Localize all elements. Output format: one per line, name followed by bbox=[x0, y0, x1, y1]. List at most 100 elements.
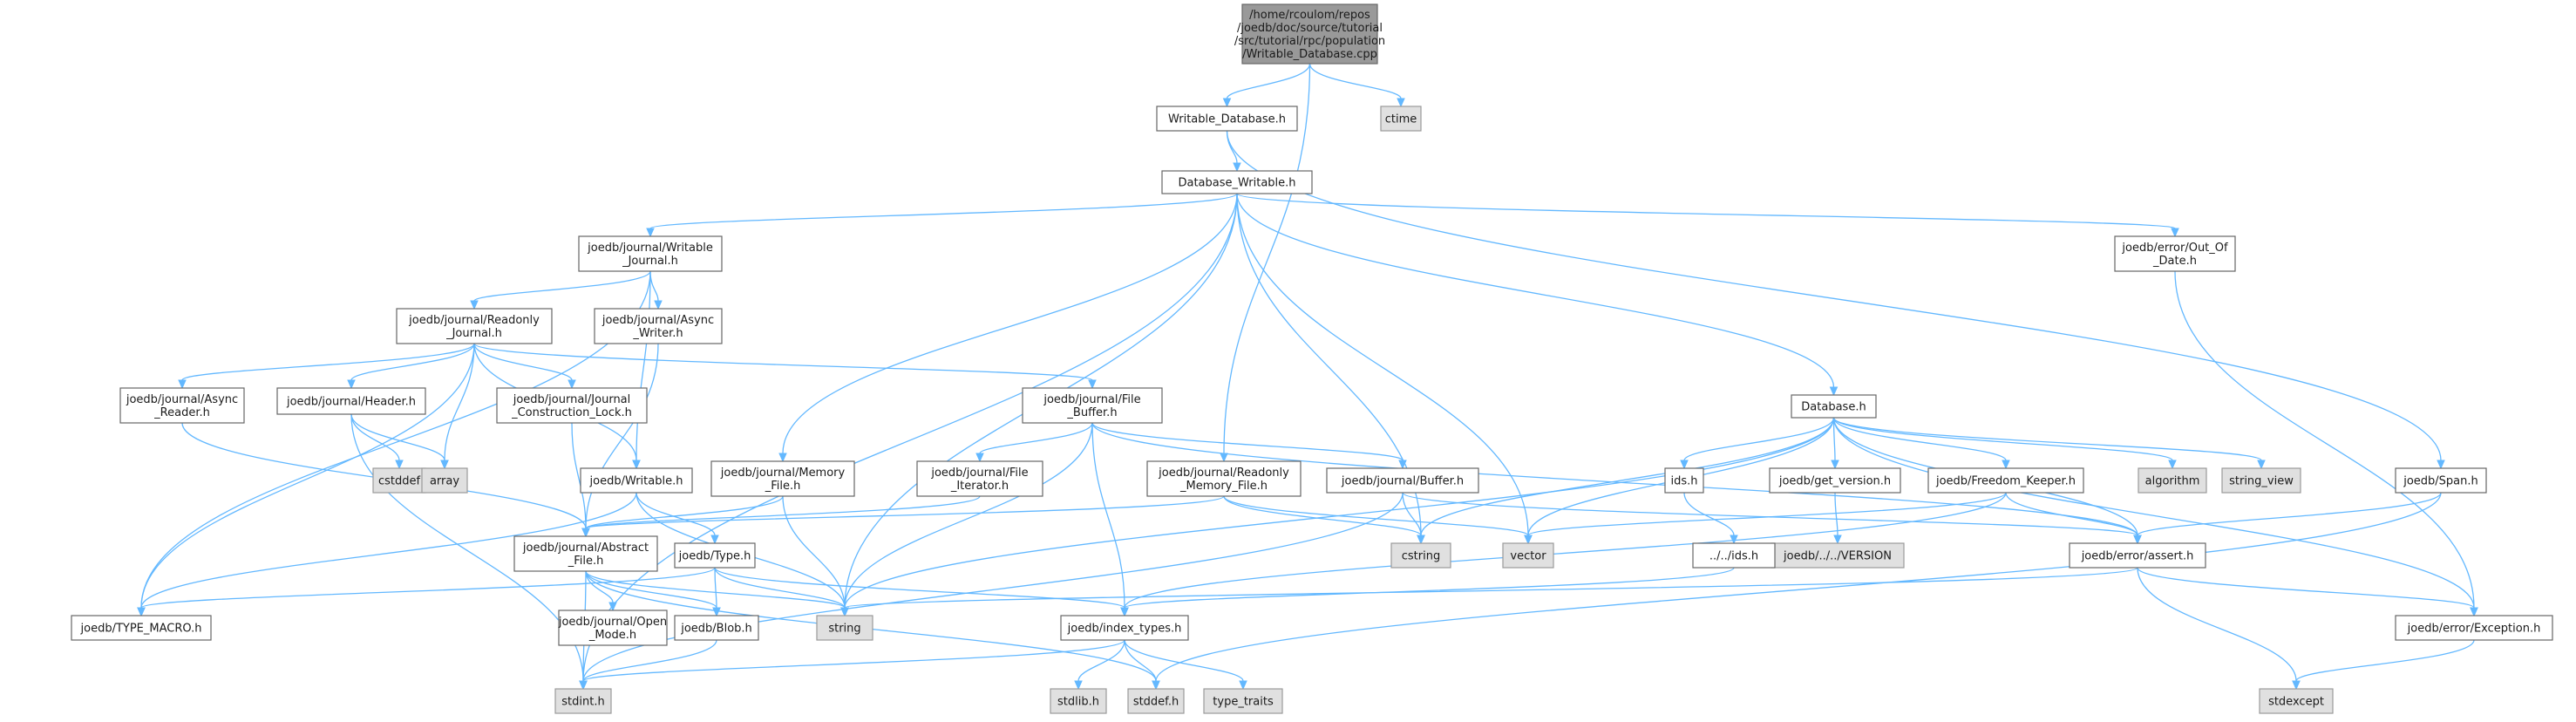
node-out-of-date-h[interactable]: joedb/error/Out_Of_Date.h bbox=[2114, 235, 2236, 272]
edge-database-writable-h-to-writable-journal-h bbox=[646, 193, 1238, 238]
edge-arrowhead bbox=[1417, 535, 1425, 545]
node-label: joedb/journal/Buffer.h bbox=[1341, 475, 1464, 488]
node-ids-h[interactable]: ids.h bbox=[1664, 467, 1704, 494]
edge-line bbox=[636, 492, 716, 536]
node-box bbox=[1380, 106, 1422, 132]
edge-line bbox=[1223, 495, 1529, 536]
edge-arrowhead bbox=[654, 300, 663, 310]
node-label: array bbox=[430, 475, 459, 488]
node-blob-h[interactable]: joedb/Blob.h bbox=[674, 615, 759, 641]
node-string[interactable]: string bbox=[816, 615, 873, 641]
node-type-traits[interactable]: type_traits bbox=[1203, 688, 1283, 714]
edge-line bbox=[2137, 492, 2442, 536]
node-stdexcept[interactable]: stdexcept bbox=[2259, 688, 2334, 714]
node-buffer-h[interactable]: joedb/journal/Buffer.h bbox=[1326, 467, 1479, 494]
edge-line bbox=[582, 492, 1404, 682]
node-label: joedb/../../VERSION bbox=[1783, 550, 1892, 563]
edge-line bbox=[1091, 422, 1125, 609]
node-assert-h[interactable]: joedb/error/assert.h bbox=[2069, 542, 2206, 569]
edge-line bbox=[2295, 639, 2475, 682]
node-algorithm[interactable]: algorithm bbox=[2138, 467, 2207, 494]
edge-line bbox=[1226, 63, 1311, 99]
node-index-types-h[interactable]: joedb/index_types.h bbox=[1060, 615, 1189, 641]
node-open-mode-h[interactable]: joedb/journal/Open_Mode.h bbox=[558, 610, 668, 646]
edge-line bbox=[444, 343, 475, 461]
node-box bbox=[580, 467, 693, 494]
node-label: /home/rcoulom/repos bbox=[1249, 9, 1370, 22]
edge-line bbox=[1527, 492, 2007, 536]
node-stdint-h[interactable]: stdint.h bbox=[554, 688, 612, 714]
node-async-writer-h[interactable]: joedb/journal/Async_Writer.h bbox=[594, 308, 723, 344]
node-up-ids-h[interactable]: ../../ids.h bbox=[1692, 542, 1776, 569]
edge-arrowhead bbox=[178, 379, 187, 390]
node-stddef-h[interactable]: stddef.h bbox=[1127, 688, 1185, 714]
node-box bbox=[558, 610, 668, 646]
node-label: _Journal.h bbox=[445, 327, 502, 340]
edge-arrowhead bbox=[1524, 535, 1533, 545]
node-cstddef[interactable]: cstddef bbox=[372, 467, 426, 494]
edge-index-types-h-to-stdint-h bbox=[579, 639, 1125, 691]
edge-get-version-h-to-version bbox=[1833, 492, 1842, 545]
node-readonly-journal-h[interactable]: joedb/journal/Readonly_Journal.h bbox=[396, 308, 553, 344]
edge-line bbox=[585, 495, 981, 529]
node-array[interactable]: array bbox=[421, 467, 468, 494]
node-abstract-file-h[interactable]: joedb/journal/Abstract_File.h bbox=[513, 535, 658, 572]
node-async-reader-h[interactable]: joedb/journal/Async_Reader.h bbox=[119, 387, 245, 424]
edge-arrowhead bbox=[568, 379, 576, 390]
node-label: ids.h bbox=[1670, 475, 1697, 488]
node-exception-h[interactable]: joedb/error/Exception.h bbox=[2395, 615, 2553, 641]
edge-line bbox=[1091, 422, 1404, 461]
node-file-buffer-h[interactable]: joedb/journal/File_Buffer.h bbox=[1022, 387, 1163, 424]
edge-arrowhead bbox=[1239, 680, 1247, 691]
node-ctime[interactable]: ctime bbox=[1380, 106, 1422, 132]
node-type-h[interactable]: joedb/Type.h bbox=[674, 542, 756, 569]
edge-line bbox=[714, 567, 717, 609]
edge-readonly-journal-h-to-file-buffer-h bbox=[473, 343, 1097, 390]
edge-line bbox=[585, 570, 614, 603]
edge-exception-h-to-stdexcept bbox=[2292, 639, 2475, 691]
node-box bbox=[1146, 460, 1302, 497]
node-memory-file-h[interactable]: joedb/journal/Memory_File.h bbox=[710, 460, 855, 497]
node-string-view[interactable]: string_view bbox=[2221, 467, 2301, 494]
node-freedom-keeper-h[interactable]: joedb/Freedom_Keeper.h bbox=[1927, 467, 2084, 494]
node-database-h[interactable]: Database.h bbox=[1791, 394, 1877, 419]
node-box bbox=[71, 615, 212, 641]
node-stdlib-h[interactable]: stdlib.h bbox=[1050, 688, 1107, 714]
edge-line bbox=[473, 270, 651, 302]
node-get-version-h[interactable]: joedb/get_version.h bbox=[1769, 467, 1901, 494]
node-label: stdlib.h bbox=[1057, 696, 1099, 709]
node-box bbox=[2069, 542, 2206, 569]
edge-line bbox=[582, 193, 1238, 682]
node-construction-lock-h[interactable]: joedb/journal/Journal_Construction_Lock.… bbox=[496, 387, 648, 424]
edge-arrowhead bbox=[395, 460, 404, 470]
node-label: cstddef bbox=[378, 475, 421, 488]
node-root[interactable]: /home/rcoulom/repos/joedb/doc/source/tut… bbox=[1234, 3, 1385, 65]
edge-arrowhead bbox=[1074, 680, 1083, 691]
node-file-iterator-h[interactable]: joedb/journal/File_Iterator.h bbox=[916, 460, 1043, 497]
node-writable-h[interactable]: joedb/Writable.h bbox=[580, 467, 693, 494]
edge-line bbox=[649, 193, 1238, 229]
edge-type-h-to-blob-h bbox=[712, 567, 721, 617]
node-readonly-memory-file-h[interactable]: joedb/journal/Readonly_Memory_File.h bbox=[1146, 460, 1302, 497]
node-header-h[interactable]: joedb/journal/Header.h bbox=[276, 387, 426, 415]
edge-arrowhead bbox=[1831, 460, 1839, 470]
node-vector[interactable]: vector bbox=[1502, 542, 1554, 569]
node-span-h[interactable]: joedb/Span.h bbox=[2395, 467, 2487, 494]
node-writable-database-h[interactable]: Writable_Database.h bbox=[1156, 106, 1298, 132]
node-box bbox=[2395, 467, 2487, 494]
edge-arrowhead bbox=[1233, 162, 1241, 173]
edge-header-h-to-cstddef bbox=[350, 413, 404, 470]
node-cstring[interactable]: cstring bbox=[1390, 542, 1451, 569]
edge-arrowhead bbox=[1152, 680, 1160, 691]
node-database-writable-h[interactable]: Database_Writable.h bbox=[1161, 170, 1313, 194]
node-label: _File.h bbox=[765, 480, 801, 493]
node-type-macro-h[interactable]: joedb/TYPE_MACRO.h bbox=[71, 615, 212, 641]
node-box bbox=[119, 387, 245, 424]
node-label: cstring bbox=[1402, 550, 1440, 563]
edges-layer bbox=[137, 63, 2478, 691]
edge-line bbox=[350, 413, 445, 461]
node-version[interactable]: joedb/../../VERSION bbox=[1771, 542, 1905, 569]
edge-file-buffer-h-to-string bbox=[840, 422, 1093, 617]
node-writable-journal-h[interactable]: joedb/journal/Writable_Journal.h bbox=[578, 235, 723, 272]
node-box bbox=[1050, 688, 1107, 714]
